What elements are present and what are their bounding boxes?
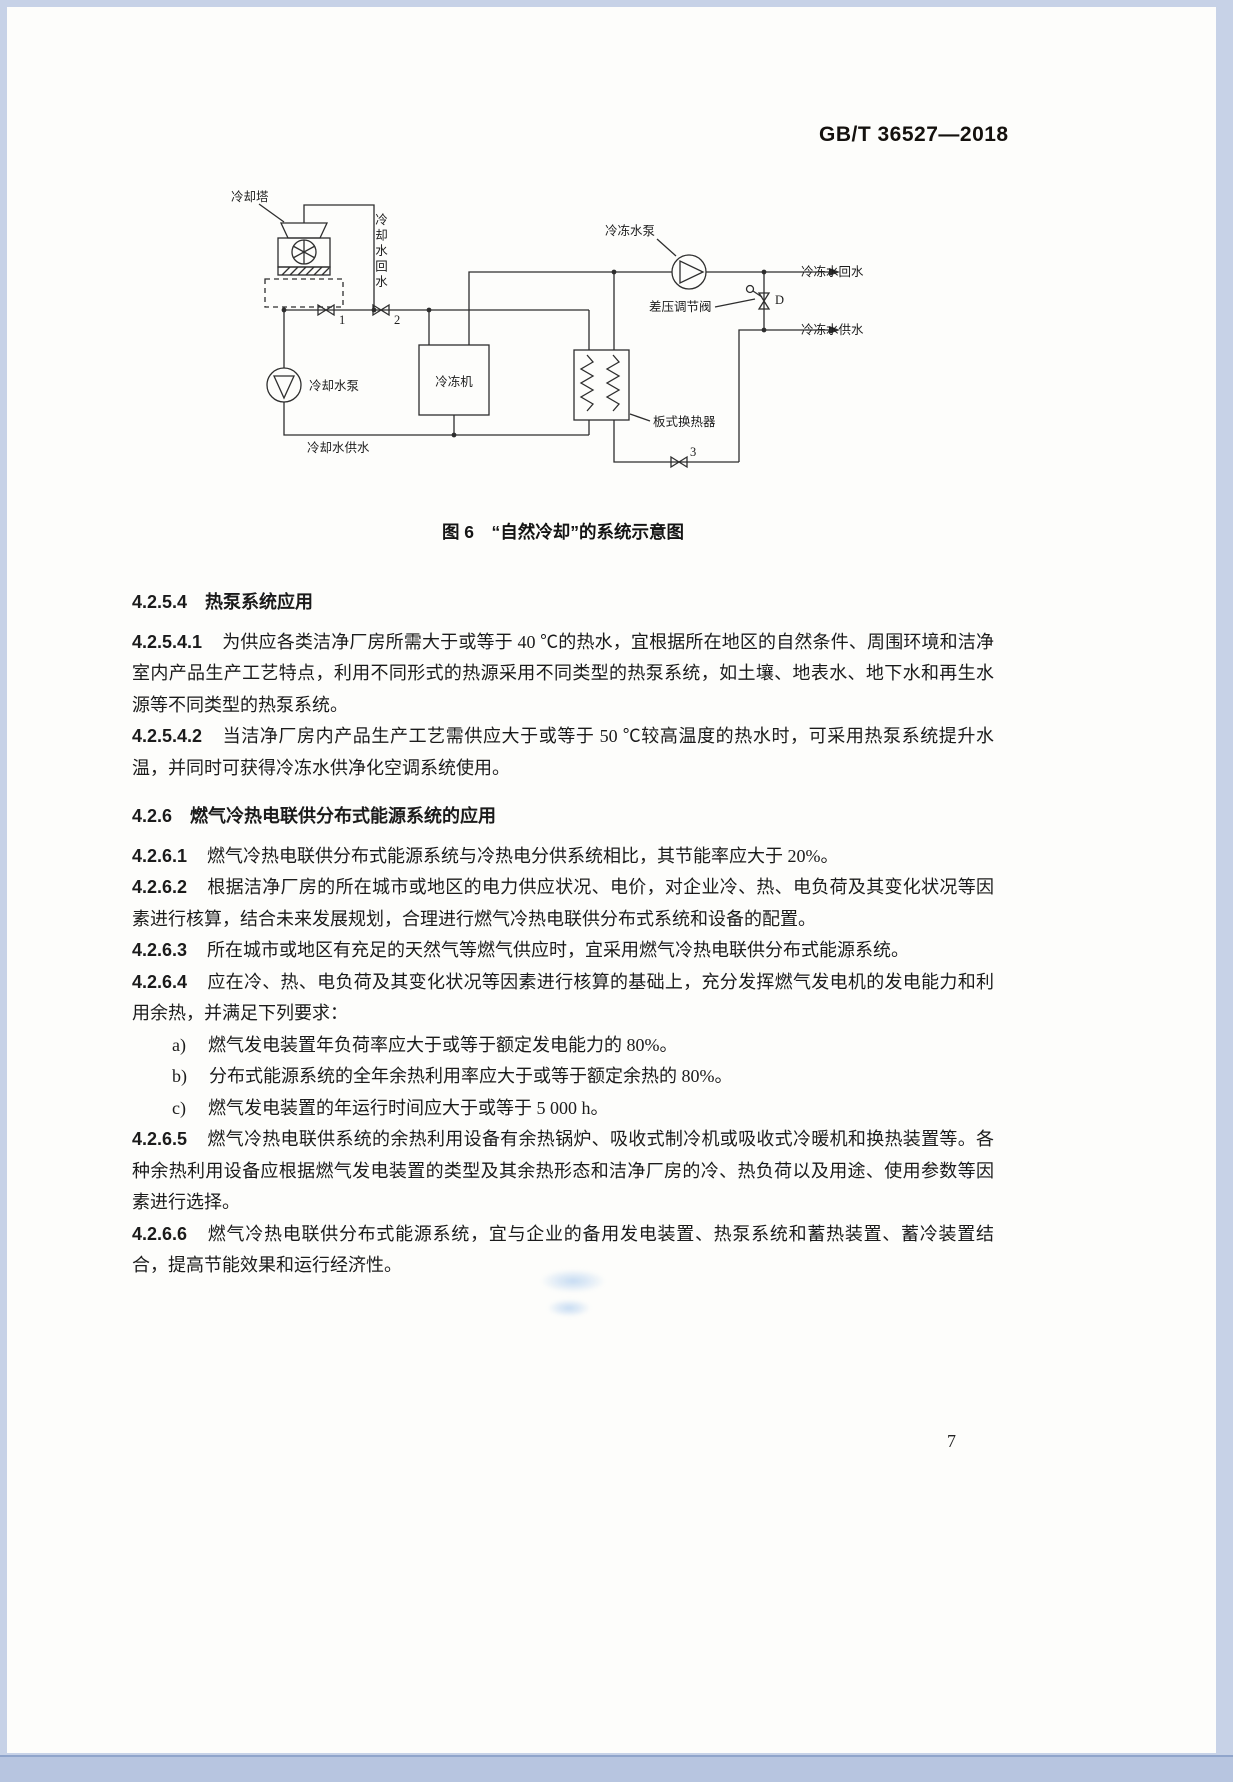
chilled-water-pump-symbol xyxy=(671,254,707,290)
list-marker: a) xyxy=(172,1034,186,1055)
doc-number: GB/T 36527—2018 xyxy=(819,123,1009,146)
cooling-water-pump-symbol xyxy=(266,367,302,403)
label-chiller: 冷冻机 xyxy=(435,374,473,389)
label-valve-d: D xyxy=(775,293,784,307)
leader-line xyxy=(714,298,756,308)
cooling-tower-symbol xyxy=(264,222,344,308)
scan-watermark xyxy=(547,1299,591,1317)
clause-number: 4.2.6.6 xyxy=(132,1223,188,1244)
label-chilled-water-supply: 冷冻水供水 xyxy=(801,322,864,337)
list-marker: c) xyxy=(172,1097,186,1118)
label-valve-3: 3 xyxy=(690,445,696,459)
label-cooling-tower: 冷却塔 xyxy=(231,190,269,204)
valve-2-symbol xyxy=(372,303,390,317)
label-valve-1: 1 xyxy=(339,313,345,327)
chiller-symbol xyxy=(418,344,490,416)
clause-number: 4.2.6 xyxy=(132,806,173,826)
clause-number: 4.2.6.5 xyxy=(132,1129,188,1149)
scan-edge-band xyxy=(0,1755,1233,1782)
label-chilled-water-pump: 冷冻水泵 xyxy=(605,223,655,238)
clause-number: 4.2.5.4.1 xyxy=(132,631,203,652)
label-cooling-water-return: 冷却水回水 xyxy=(373,213,387,291)
label-cooling-water-pump: 冷却水泵 xyxy=(309,379,359,393)
diff-pressure-valve-symbol xyxy=(745,284,771,310)
plate-heat-exchanger-symbol xyxy=(573,349,630,421)
clause-number: 4.2.6.3 xyxy=(132,940,188,960)
label-chilled-water-return: 冷冻水回水 xyxy=(801,264,864,279)
clause-number: 4.2.6.1 xyxy=(132,845,188,866)
valve-3-symbol xyxy=(670,455,688,469)
label-cooling-water-supply: 冷却水供水 xyxy=(307,441,370,455)
leader-line xyxy=(258,203,285,223)
label-valve-2: 2 xyxy=(394,313,400,327)
system-schematic: 冷冻机 xyxy=(231,190,864,469)
clause-number: 4.2.6.2 xyxy=(132,877,188,897)
paragraph: b)分布式能源系统的全年余热利用率应大于或等于额定余热的 80%。 xyxy=(172,1066,733,1086)
paragraph: a)燃气发电装置年负荷率应大于或等于额定发电能力的 80%。 xyxy=(172,1034,678,1055)
clause-number: 4.2.6.4 xyxy=(132,971,188,992)
valve-1-symbol xyxy=(317,303,335,317)
scan-watermark xyxy=(540,1269,606,1293)
document-page: GB/T 36527—2018 xyxy=(7,7,1216,1753)
clause-number: 4.2.5.4.2 xyxy=(132,726,203,746)
label-diff-pressure-valve: 差压调节阀 xyxy=(649,300,712,314)
label-plate-heat-exchanger: 板式换热器 xyxy=(653,415,716,429)
figure-diagram: 冷冻机 xyxy=(229,185,911,499)
page-number: 7 xyxy=(947,1431,956,1451)
list-marker: b) xyxy=(172,1066,187,1086)
leader-line xyxy=(629,413,651,422)
paragraph: c)燃气发电装置的年运行时间应大于或等于 5 000 h。 xyxy=(172,1097,609,1118)
piping xyxy=(281,204,840,463)
clause-number: 4.2.5.4 xyxy=(132,592,188,612)
figure-caption: 图 6 “自然冷却”的系统示意图 xyxy=(441,522,685,542)
leader-line xyxy=(656,238,677,257)
